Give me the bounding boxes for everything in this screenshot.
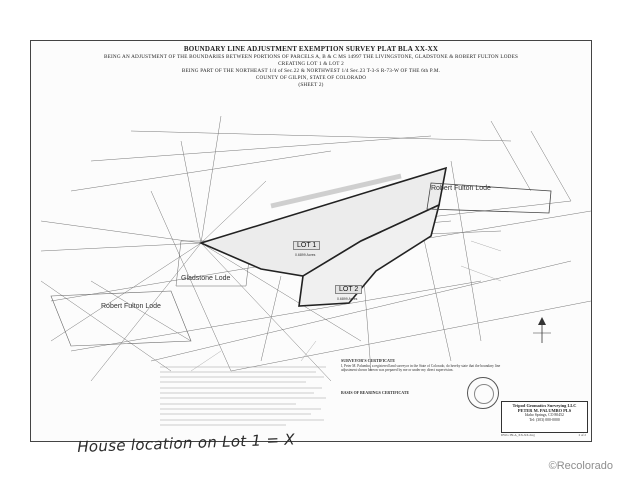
gladstone-label: Gladstone Lode [181, 275, 231, 282]
surveyor-seal [467, 377, 499, 409]
bearings-heading: BASIS OF BEARINGS CERTIFICATE [341, 389, 410, 395]
sheet-footer: DWG: BLA_XX-XX.dwg 2 of 2 [501, 433, 586, 437]
lot-2-boundary [298, 203, 441, 307]
north-arrow-icon [533, 317, 551, 343]
robert-fulton-east-label: Robert Fulton Lode [431, 185, 491, 192]
lot-1-area: 0.6899 Acres [295, 253, 316, 257]
lot-2-area: 0.6899 Acres [337, 297, 358, 301]
surveyor-firm: Tripod Geomatics Surveying LLC [512, 403, 577, 408]
robert-fulton-west-label: Robert Fulton Lode [101, 303, 161, 310]
survey-plat-sheet: BOUNDARY LINE ADJUSTMENT EXEMPTION SURVE… [30, 40, 592, 442]
surveyor-address: Idaho Springs, CO 80452 [525, 413, 564, 418]
lot-2-label: LOT 2 [335, 285, 363, 294]
plat-subtitle-3: BEING PART OF THE NORTHEAST 1/4 of Sec.2… [181, 68, 441, 74]
plat-drawing [40, 115, 591, 382]
plat-notes-block [160, 366, 326, 426]
certificate-body: I, Peter M. Palumbo, a registered land s… [341, 363, 501, 373]
north-line-highlight [270, 173, 402, 209]
plat-subtitle-4: COUNTY OF GILPIN, STATE OF COLORADO [255, 75, 367, 81]
plat-title: BOUNDARY LINE ADJUSTMENT EXEMPTION SURVE… [183, 45, 439, 53]
watermark: ©Recolorado [548, 460, 613, 472]
certificate-heading: SURVEYOR'S CERTIFICATE [341, 358, 395, 363]
surveyor-certificate: SURVEYOR'S CERTIFICATE I, Peter M. Palum… [341, 358, 501, 395]
robert-fulton-west-outline [50, 290, 192, 347]
surveyor-title-box: Tripod Geomatics Surveying LLC PETER M. … [501, 401, 588, 433]
sheet-count: 2 of 2 [578, 433, 586, 437]
label-leaders [190, 240, 502, 372]
sheet-number: (SHEET 2) [298, 82, 324, 88]
drawing-file: DWG: BLA_XX-XX.dwg [501, 433, 535, 437]
title-block: BOUNDARY LINE ADJUSTMENT EXEMPTION SURVE… [31, 45, 591, 89]
robert-fulton-east-outline [426, 182, 552, 214]
lot-1-label: LOT 1 [293, 241, 321, 250]
surveyor-phone: Tel: (303) 000-0000 [529, 417, 560, 422]
plat-subtitle-1: BEING AN ADJUSTMENT OF THE BOUNDARIES BE… [103, 54, 519, 60]
plat-subtitle-2: CREATING LOT 1 & LOT 2 [278, 61, 344, 67]
surveyor-name: PETER M. PALUMBO PLS [517, 407, 572, 413]
